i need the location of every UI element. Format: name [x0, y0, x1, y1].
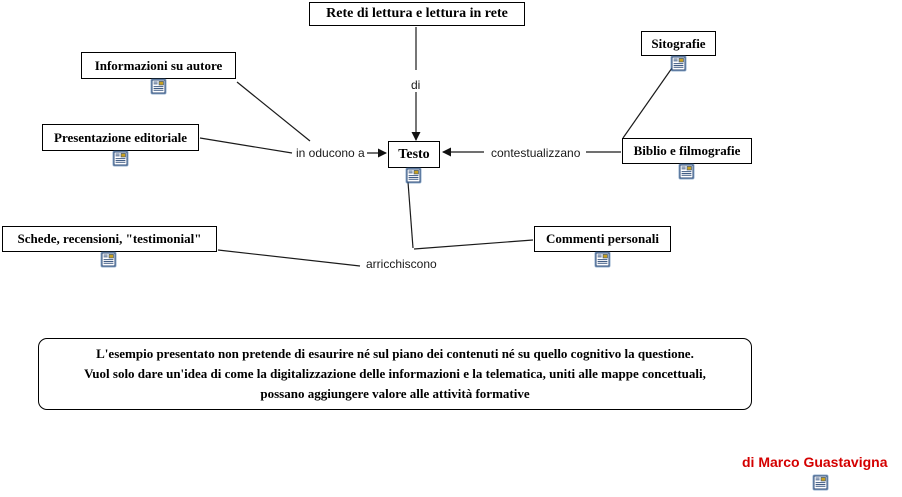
edge-label-contestualizzano: contestualizzano — [489, 146, 583, 160]
node-autore[interactable]: Informazioni su autore — [81, 52, 236, 79]
edge-label-introducono: in oducono a — [294, 146, 367, 160]
node-sito[interactable]: Sitografie — [641, 31, 716, 56]
edge-label-di: di — [409, 78, 423, 92]
edge-testo-to-arricchiscono — [407, 181, 414, 249]
document-icon[interactable] — [678, 163, 695, 180]
node-label: Schede, recensioni, "testimonial" — [17, 231, 202, 246]
node-label: Sitografie — [651, 35, 706, 51]
node-title[interactable]: Rete di lettura e lettura in rete — [309, 2, 525, 26]
node-present[interactable]: Presentazione editoriale — [42, 124, 199, 151]
edges — [199, 27, 680, 267]
edge-present-to-label — [199, 137, 293, 154]
edge-label-arricchiscono: arricchiscono — [364, 257, 439, 271]
author-signature: di Marco Guastavigna — [742, 454, 888, 470]
node-label: Testo — [398, 146, 430, 162]
node-label: Commenti personali — [545, 231, 660, 246]
note-line: possano aggiungere valore alle attività … — [260, 386, 530, 402]
note-box: L'esempio presentato non pretende di esa… — [38, 338, 752, 410]
document-icon[interactable] — [670, 55, 687, 72]
node-schede[interactable]: Schede, recensioni, "testimonial" — [2, 226, 217, 252]
node-label: Rete di lettura e lettura in rete — [326, 6, 508, 21]
document-icon[interactable] — [405, 167, 422, 184]
note-line: L'esempio presentato non pretende di esa… — [96, 345, 694, 361]
document-icon[interactable] — [100, 251, 117, 268]
node-label: Presentazione editoriale — [54, 129, 187, 145]
node-commenti[interactable]: Commenti personali — [534, 226, 671, 252]
node-label: Informazioni su autore — [94, 57, 223, 73]
edge-schede-to-arricchiscono — [217, 249, 361, 267]
document-icon[interactable] — [812, 474, 829, 491]
node-testo[interactable]: Testo — [388, 141, 440, 168]
edge-autore-to-label — [236, 81, 311, 142]
edge-commenti-to-arricchiscono — [413, 239, 534, 250]
note-line: Vuol solo dare un'idea di come la digita… — [84, 365, 706, 381]
document-icon[interactable] — [150, 78, 167, 95]
edge-sito-to-biblio — [622, 57, 680, 139]
node-label: Biblio e filmografie — [633, 143, 741, 158]
node-biblio[interactable]: Biblio e filmografie — [622, 138, 752, 164]
document-icon[interactable] — [112, 150, 129, 167]
document-icon[interactable] — [594, 251, 611, 268]
